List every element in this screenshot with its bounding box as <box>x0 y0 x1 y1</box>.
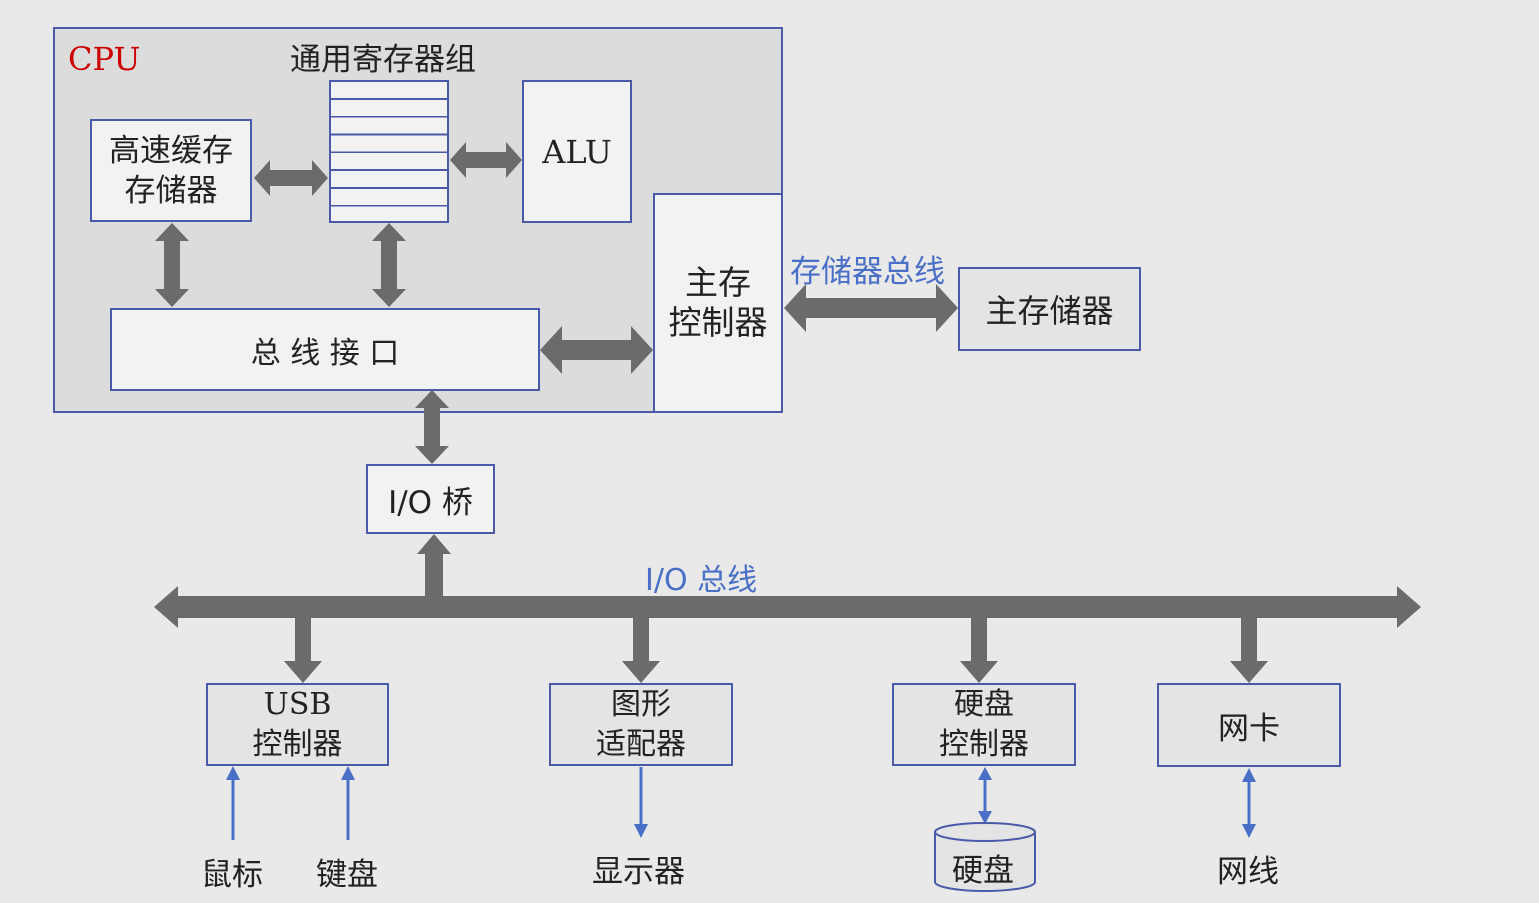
usb-controller-box: USB 控制器 <box>206 683 389 766</box>
register-file <box>329 80 449 223</box>
bus-interface-label: 总 线 接 口 <box>250 335 400 371</box>
alu-label: ALU <box>542 132 612 171</box>
network-card-box: 网卡 <box>1157 683 1341 767</box>
graphics-adapter-box: 图形 适配器 <box>549 683 733 766</box>
arrow-io-bus-to-disk-controller <box>960 618 998 683</box>
arrow-cache-bus-interface <box>155 223 189 307</box>
graphics-line1: 图形 <box>611 686 671 722</box>
bus-interface-box: 总 线 接 口 <box>110 308 540 391</box>
arrow-registers-bus-interface <box>372 223 406 307</box>
network-cable-label: 网线 <box>1217 854 1279 890</box>
io-bridge-box: I/O 桥 <box>366 464 495 534</box>
usb-line1: USB <box>263 686 332 722</box>
arrow-bus-interface-memory-controller <box>540 326 653 374</box>
register-group-label: 通用寄存器组 <box>290 42 476 78</box>
arrow-registers-alu <box>450 142 522 178</box>
memory-controller-line2: 控制器 <box>668 303 768 342</box>
usb-line2: 控制器 <box>252 726 343 762</box>
io-bus <box>154 586 1421 628</box>
disk-label: 硬盘 <box>952 853 1014 889</box>
monitor-label: 显示器 <box>592 854 685 890</box>
main-memory-label: 主存储器 <box>985 292 1114 330</box>
io-bus-label: I/O 总线 <box>645 563 758 598</box>
memory-controller-line1: 主存 <box>685 263 751 302</box>
disk-cylinder <box>934 822 1036 892</box>
arrow-io-bus-to-usb <box>284 618 322 683</box>
arrow-bus-interface-io-bridge <box>415 390 449 464</box>
cache-line2: 存储器 <box>124 172 218 209</box>
arrow-io-bus-to-graphics <box>622 618 660 683</box>
disk-controller-box: 硬盘 控制器 <box>892 683 1076 766</box>
arrow-io-bus-to-io-bridge <box>417 534 451 596</box>
disk-controller-line1: 硬盘 <box>954 686 1014 722</box>
mouse-label: 鼠标 <box>201 857 263 893</box>
main-memory-box: 主存储器 <box>958 267 1141 351</box>
disk-controller-line2: 控制器 <box>939 726 1029 762</box>
cpu-label: CPU <box>68 40 141 78</box>
arrow-cache-registers <box>254 160 328 196</box>
cache-line1: 高速缓存 <box>109 132 233 169</box>
memory-controller-box: 主存 控制器 <box>653 193 783 413</box>
memory-bus-label: 存储器总线 <box>790 254 945 290</box>
arrow-io-bus-to-network-card <box>1230 618 1268 683</box>
keyboard-label: 键盘 <box>316 857 378 893</box>
cache-memory-box: 高速缓存 存储器 <box>90 119 252 222</box>
network-card-label: 网卡 <box>1218 710 1280 747</box>
arrow-memory-bus <box>784 284 958 332</box>
io-bridge-label: I/O 桥 <box>388 484 473 521</box>
graphics-line2: 适配器 <box>596 726 686 762</box>
alu-box: ALU <box>522 80 632 223</box>
